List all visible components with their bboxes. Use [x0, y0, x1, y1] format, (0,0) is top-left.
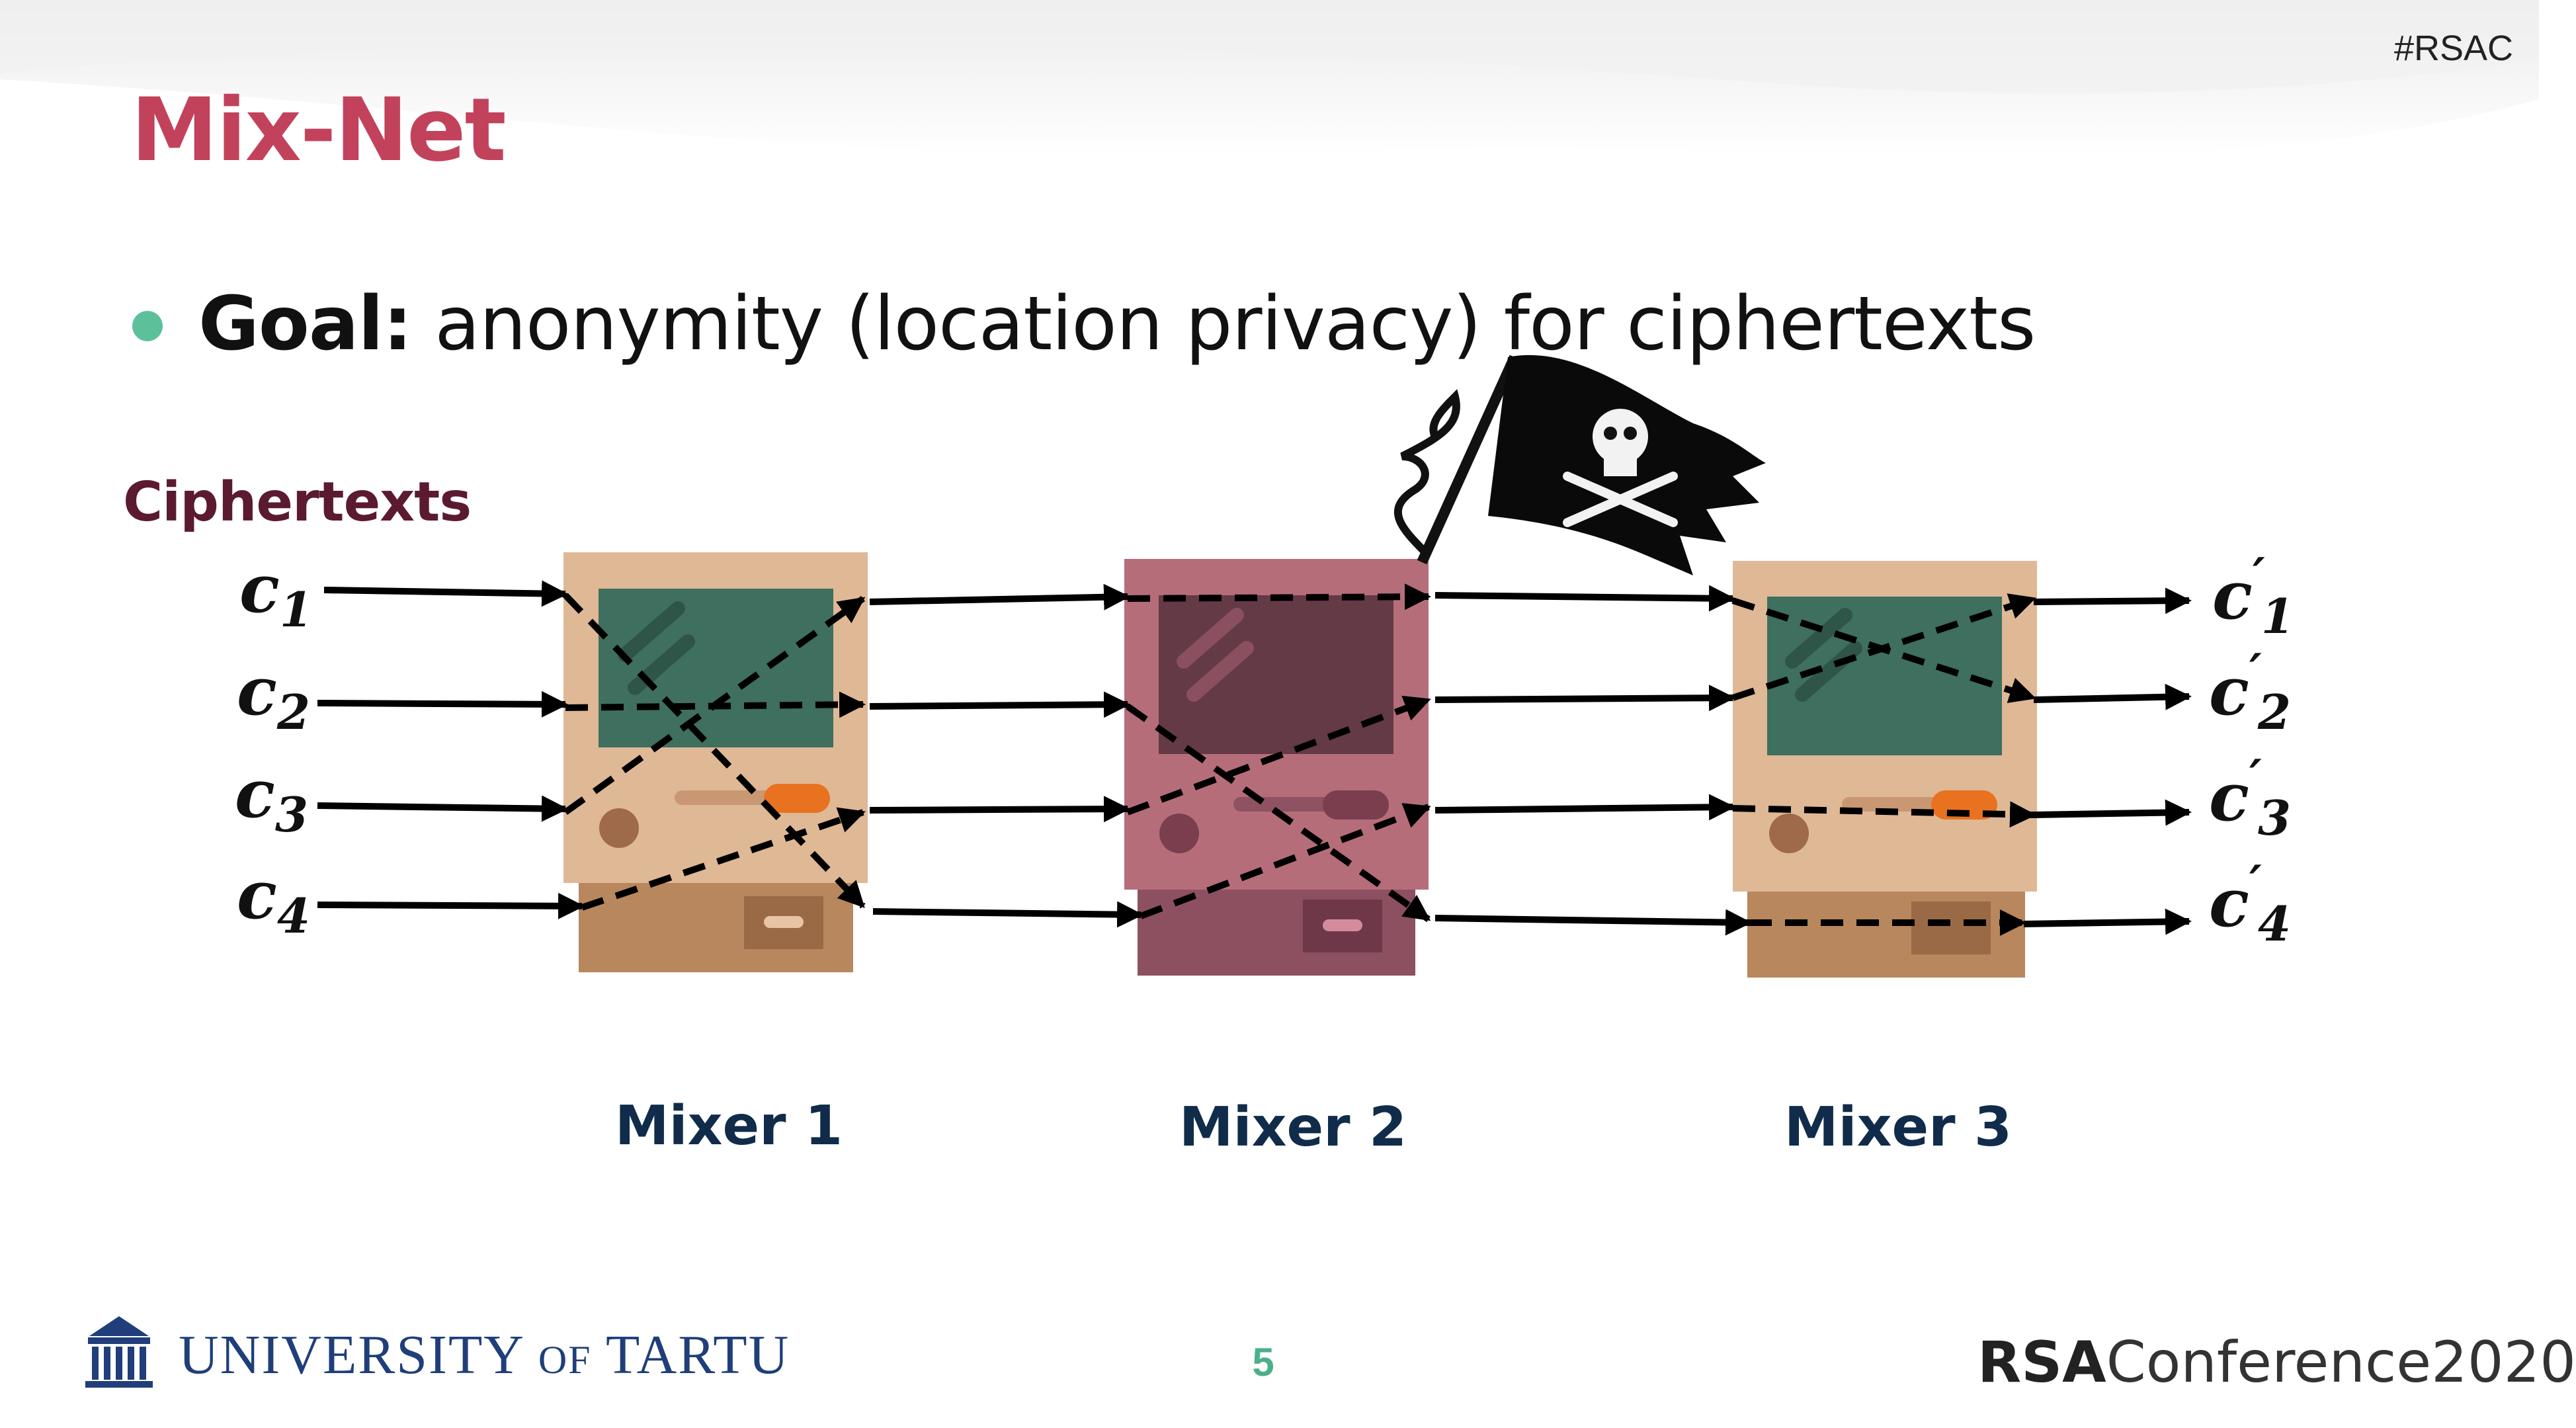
university-logo-icon: [85, 1316, 153, 1388]
university-name: UNIVERSITY OF TARTU: [179, 1324, 790, 1386]
header-swoosh: [0, 0, 2539, 156]
input-label-2: c2: [237, 652, 310, 740]
output-label-4: c′4: [2209, 855, 2291, 952]
arrow-out-3: [2033, 799, 2192, 826]
bullet-goal: Goal: anonymity (location privacy) for c…: [132, 281, 2036, 367]
ciphertexts-label: Ciphertexts: [123, 471, 472, 534]
mixer-3-permutation: [1731, 593, 2036, 936]
input-labels: c1 c2 c3 c4: [235, 550, 313, 944]
bullet-dot-icon: [132, 311, 163, 341]
arrow-out-4: [2023, 908, 2192, 935]
mixer-3-label: Mixer 3: [1784, 1096, 2013, 1159]
output-arrows: [2023, 587, 2192, 935]
mixer-2-permutation: [1126, 583, 1431, 923]
mixer-2-label: Mixer 2: [1179, 1096, 1407, 1159]
input-arrows: [317, 580, 585, 919]
output-labels: c′1 c′2 c′3 c′4: [2209, 547, 2294, 952]
arrow-in-2: [317, 691, 568, 718]
bullet-bold: Goal:: [198, 281, 413, 367]
mixer-1-label: Mixer 1: [614, 1095, 843, 1157]
mixer-3: [1733, 561, 2037, 978]
rsac-hashtag: #RSAC: [2393, 28, 2513, 68]
links-2-3: [1434, 585, 1752, 936]
rsa-conference-logo: RSAConference2020: [1977, 1329, 2576, 1396]
output-label-3: c′3: [2209, 749, 2291, 846]
pirate-flag-icon: [1393, 355, 1766, 575]
page-number: 5: [1252, 1340, 1274, 1384]
mixer-2: [1124, 559, 1429, 976]
links-1-2: [869, 583, 1143, 928]
input-label-4: c4: [237, 856, 310, 944]
arrow-in-4: [317, 892, 585, 919]
arrow-in-1: [323, 580, 568, 607]
mixer-1: [563, 552, 868, 972]
input-label-3: c3: [235, 755, 308, 843]
arrow-in-3: [317, 795, 568, 822]
output-label-1: c′1: [2212, 547, 2294, 644]
slide-title: Mix-Net: [131, 79, 507, 181]
input-label-1: c1: [239, 550, 313, 638]
bullet-body: anonymity (location privacy) for ciphert…: [411, 281, 2036, 367]
output-label-2: c′2: [2209, 643, 2291, 740]
mixer-1-permutation: [563, 593, 866, 911]
arrow-out-1: [2033, 587, 2192, 614]
arrow-out-2: [2033, 683, 2192, 710]
